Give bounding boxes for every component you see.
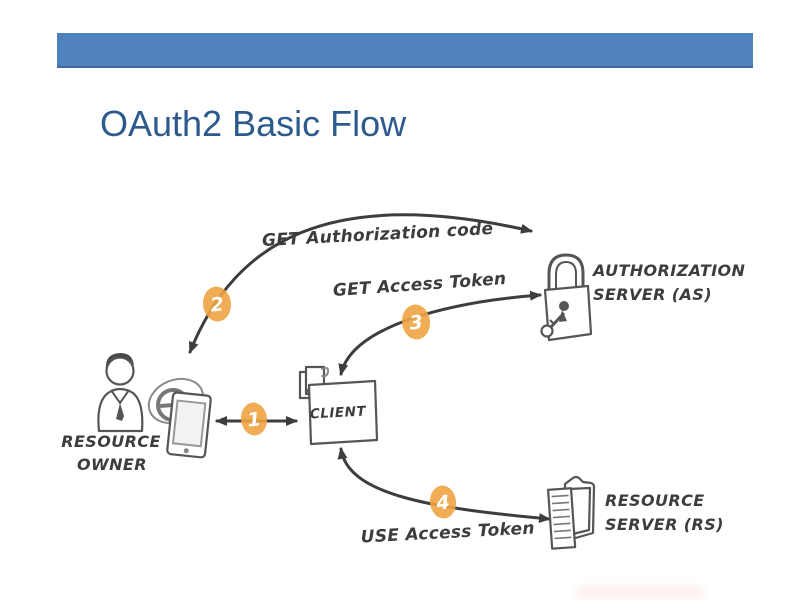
authorization-server-label-line1: AUTHORIZATION — [591, 261, 746, 280]
folder-icon — [546, 475, 596, 550]
resource-owner-icon — [97, 353, 144, 433]
header-accent-bar — [57, 33, 753, 68]
step-badge-2: 2 — [202, 286, 232, 322]
label-get-access-token: GET Access Token — [332, 269, 507, 301]
resource-server-label-line1: RESOURCE — [605, 491, 705, 510]
svg-text:3: 3 — [408, 311, 423, 334]
svg-text:1: 1 — [246, 408, 261, 431]
flow-arrow-use-access-token — [337, 447, 551, 524]
label-use-access-token: USE Access Token — [360, 518, 535, 547]
slide-title: OAuth2 Basic Flow — [100, 103, 407, 144]
watermark — [575, 586, 705, 599]
authorization-server-label-line2: SERVER (AS) — [593, 285, 712, 304]
step-badge-4: 4 — [429, 485, 457, 519]
padlock-icon — [540, 253, 593, 342]
resource-owner-label-line2: OWNER — [77, 455, 147, 474]
resource-server-label-line2: SERVER (RS) — [605, 515, 724, 534]
step-badge-3: 3 — [401, 304, 431, 340]
tablet-icon — [166, 391, 212, 459]
svg-text:2: 2 — [209, 293, 224, 316]
label-get-authorization-code: GET Authorization code — [262, 219, 494, 251]
client-box: CLIENT — [307, 379, 379, 446]
svg-text:4: 4 — [434, 491, 450, 514]
flow-arrow-get-access-token — [338, 290, 542, 376]
resource-owner-label-line1: RESOURCE — [61, 432, 161, 451]
step-badge-1: 1 — [240, 402, 268, 436]
client-label: CLIENT — [309, 403, 367, 422]
